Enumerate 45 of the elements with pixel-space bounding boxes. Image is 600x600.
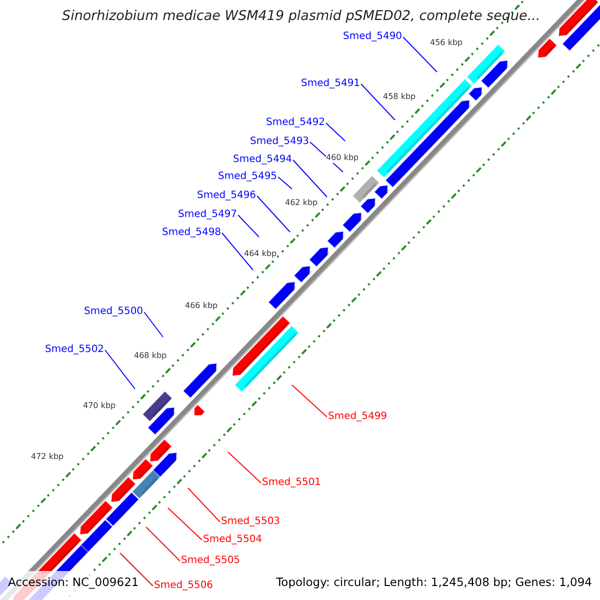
scale-label: 456 kbp (430, 38, 463, 48)
leader-line (256, 196, 290, 232)
gene-label: Smed_5502 (45, 344, 104, 356)
leader-line (326, 122, 346, 142)
leader-line (292, 384, 328, 418)
scale-label: 458 kbp (383, 92, 416, 102)
title-text: Sinorhizobium medicae WSM419 plasmid pSMED02, complete seque... (62, 8, 540, 24)
scale-label: 468 kbp (134, 351, 167, 361)
leader-line (168, 508, 202, 540)
scale-label: 464 kbp (244, 249, 277, 259)
leader-line (402, 36, 438, 72)
gene-label: Smed_5495 (218, 171, 278, 183)
scale-label: 470 kbp (83, 401, 116, 411)
gene-label: Smed_5505 (181, 555, 240, 567)
gene-label: Smed_5498 (162, 227, 222, 239)
gene-label: Smed_5497 (178, 209, 238, 221)
gene-label: Smed_5501 (262, 477, 322, 489)
leader-line (228, 452, 262, 484)
topology-text: Topology: circular; Length: 1,245,408 bp; Genes: 1,094 (276, 575, 592, 589)
scale-label: 472 kbp (31, 452, 64, 462)
leader-line (292, 160, 328, 198)
leader-line (146, 526, 180, 562)
leader-line (278, 176, 292, 190)
leader-line (104, 350, 136, 390)
accession-text: Accession: NC_009621 (8, 575, 139, 589)
gene-label: Smed_5491 (301, 78, 360, 90)
leader-line (360, 84, 396, 120)
leader-line (120, 552, 154, 586)
gene-label: Smed_5503 (221, 516, 280, 528)
leader-line (238, 214, 260, 238)
gene-label: Smed_5504 (203, 534, 262, 546)
gene-label: Smed_5492 (266, 117, 326, 129)
leader-line (144, 312, 164, 338)
gene-label: Smed_5496 (197, 190, 256, 202)
gene-label: Smed_5506 (154, 580, 214, 592)
leader-line (222, 232, 254, 270)
gene-label: Smed_5490 (343, 31, 402, 43)
scale-label: 460 kbp (326, 153, 359, 163)
leader-line (188, 488, 220, 522)
gene-label: Smed_5499 (328, 411, 388, 423)
scale-label: 462 kbp (285, 198, 318, 208)
gene-label: Smed_5500 (84, 306, 144, 318)
gene-label: Smed_5494 (233, 154, 292, 166)
gene-label: Smed_5493 (250, 136, 310, 148)
scale-label: 466 kbp (185, 301, 218, 311)
